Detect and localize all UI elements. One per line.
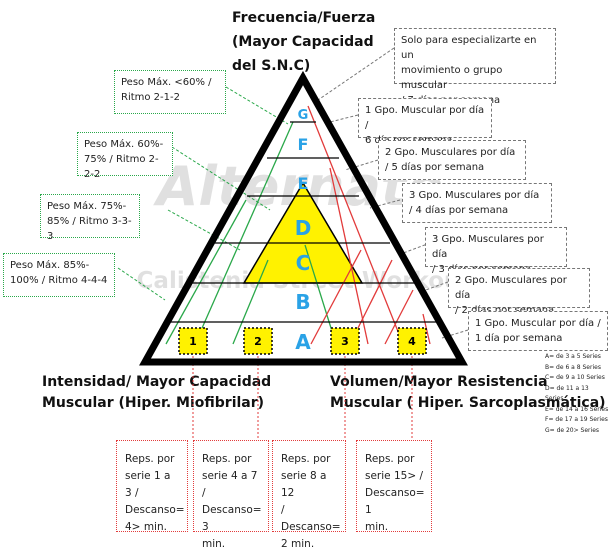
top-title-line1: Frecuencia/Fuerza: [232, 10, 376, 26]
number-label-4: 4: [408, 335, 416, 348]
legend-b: B= de 6 a 8 Series: [545, 363, 601, 371]
bottom-note-3: Reps. por serie 8 a 12 / Descanso= 2 min…: [272, 440, 346, 550]
number-label-2: 2: [254, 335, 262, 348]
numbered-boxes: 1 2 3 4: [178, 327, 427, 355]
level-dividers: [165, 121, 441, 323]
number-label-3: 3: [341, 335, 349, 348]
bottom-note-1: Reps. por serie 1 a 3 / Descanso= 4> min…: [116, 440, 188, 533]
red-guide-lines: [192, 356, 413, 440]
left-note-2: Peso Máx. 60%- 75% / Ritmo 2-2-2: [77, 132, 173, 180]
series-legend: A= de 3 a 5 Series B= de 6 a 8 Series C=…: [545, 352, 613, 436]
legend-e: E= de 14 a 16 Series: [545, 405, 609, 413]
left-note-4: Peso Máx. 85%- 100% / Ritmo 4-4-4: [3, 253, 115, 297]
legend-a: A= de 3 a 5 Series: [545, 353, 601, 360]
legend-d-cont: Series: [545, 395, 564, 402]
level-d: D: [295, 216, 312, 240]
right-title-line2: Muscular ( Hiper. Sarcoplasmática): [330, 395, 606, 411]
right-note-b: 2 Gpo. Musculares por día / 2 días por s…: [448, 268, 590, 316]
top-title-line2: (Mayor Capacidad: [232, 34, 374, 50]
number-label-1: 1: [189, 335, 197, 348]
legend-g: G= de 20> Series: [545, 426, 600, 434]
level-c: C: [296, 251, 311, 275]
number-box-2: [243, 327, 273, 355]
right-note-g: Solo para especializarte en un movimient…: [394, 28, 556, 106]
right-note-c: 3 Gpo. Musculares por día / 3 días por s…: [425, 227, 567, 275]
level-letters: G F E D C B A: [295, 108, 312, 354]
level-g: G: [298, 108, 309, 123]
legend-c: C= de 9 a 10 Series: [545, 374, 605, 381]
level-f: F: [298, 135, 309, 154]
number-box-4: [397, 327, 427, 355]
number-box-1: [178, 327, 208, 355]
bottom-note-2: Reps. por serie 4 a 7 / Descanso= 3 min.: [193, 440, 269, 550]
left-title-line2: Muscular (Hiper. Miofibrilar): [42, 395, 265, 411]
legend-d: D= de 11 a 13: [545, 384, 589, 392]
right-note-a: 1 Gpo. Muscular por día / 1 día por sema…: [468, 311, 608, 351]
legend-f: F= de 17 a 19 Series: [545, 416, 608, 423]
level-b: B: [295, 290, 310, 314]
green-diagonals: [165, 121, 337, 345]
left-note-3: Peso Máx. 75%- 85% / Ritmo 3-3-3: [40, 194, 140, 242]
level-a: A: [295, 330, 311, 354]
left-note-1: Peso Máx. <60% / Ritmo 2-1-2: [114, 70, 226, 114]
top-title-line3: del S.N.C): [232, 58, 311, 74]
right-title-line1: Volumen/Mayor Resistencia: [330, 374, 548, 390]
right-note-d: 3 Gpo. Musculares por día / 4 días por s…: [402, 183, 552, 223]
right-note-f: 1 Gpo. Muscular por día / 6 día por sema…: [358, 98, 492, 146]
number-box-3: [330, 327, 360, 355]
outer-triangle: [139, 70, 468, 366]
right-note-e: 2 Gpo. Musculares por día / 5 días por s…: [378, 140, 526, 180]
level-e: E: [298, 174, 309, 193]
bottom-note-4: Reps. por serie 15> / Descanso= 1 min.: [356, 440, 432, 533]
left-title-line1: Intensidad/ Mayor Capacidad: [42, 374, 272, 390]
